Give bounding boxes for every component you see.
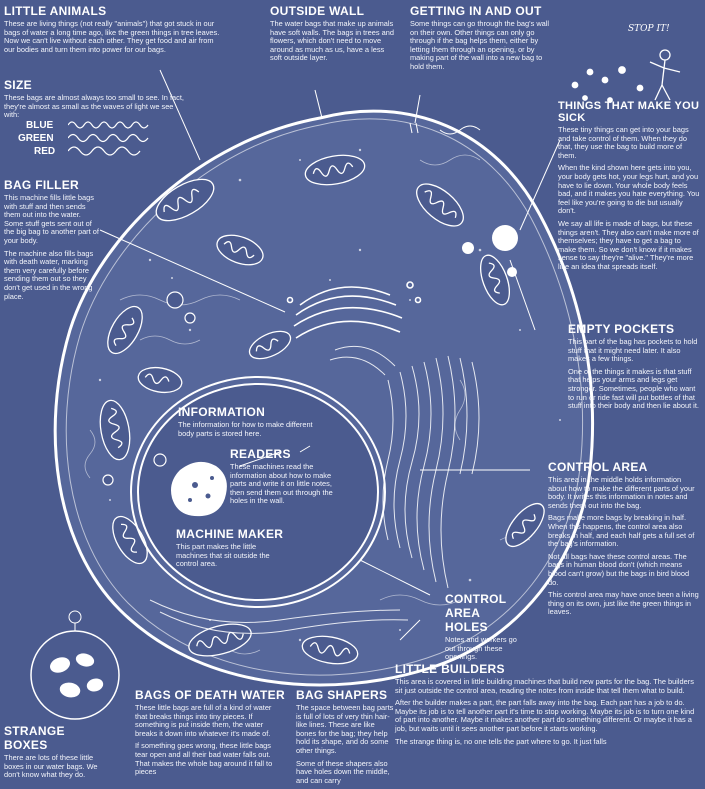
label-control-holes: CONTROL AREA HOLES Notes and workers go … [445, 592, 525, 666]
label-bag-filler: BAG FILLER This machine fills little bag… [4, 178, 99, 305]
text: This area in the middle holds informatio… [548, 476, 700, 510]
wave-red-label: RED [34, 146, 55, 157]
wave-green-label: GREEN [18, 133, 54, 144]
stick-figure [650, 50, 680, 100]
text: The information for how to make differen… [178, 421, 328, 438]
text: We say all life is made of bags, but the… [558, 220, 700, 272]
text: This area is covered in little building … [395, 678, 700, 695]
text: These little bags are full of a kind of … [135, 704, 285, 738]
title: MACHINE MAKER [176, 527, 286, 541]
text: Not all bags have these control areas. T… [548, 553, 700, 587]
title: THINGS THAT MAKE YOU SICK [558, 100, 700, 124]
title: EMPTY POCKETS [568, 322, 700, 336]
text: Bags make more bags by breaking in half.… [548, 514, 700, 548]
label-strange-boxes: STRANGE BOXES There are lots of these li… [4, 724, 104, 784]
text: When the kind shown here gets into you, … [558, 164, 700, 216]
wave-blue-label: BLUE [26, 120, 53, 131]
virus-particles [572, 67, 643, 103]
label-information: INFORMATION The information for how to m… [178, 405, 328, 442]
text: The water bags that make up animals have… [270, 20, 395, 63]
text: These bags are almost always too small t… [4, 94, 189, 120]
text: Notes and workers go out through these o… [445, 636, 525, 662]
text: These machines read the information abou… [230, 463, 340, 506]
label-things-sick: THINGS THAT MAKE YOU SICK These tiny thi… [558, 100, 700, 276]
text: Some things can go through the bag's wal… [410, 20, 550, 72]
label-size: SIZE These bags are almost always too sm… [4, 78, 189, 124]
title: CONTROL AREA HOLES [445, 592, 525, 634]
stop-it-speech: STOP IT! [628, 24, 670, 34]
label-little-builders: LITTLE BUILDERS This area is covered in … [395, 662, 700, 750]
title: LITTLE ANIMALS [4, 4, 224, 18]
text: The space between bag parts is full of l… [296, 704, 396, 756]
text: If something goes wrong, these little ba… [135, 742, 285, 776]
title: BAG FILLER [4, 178, 99, 192]
text: The machine also fills bags with death w… [4, 250, 99, 302]
label-outside-wall: OUTSIDE WALL The water bags that make up… [270, 4, 395, 67]
text: These are living things (not really "ani… [4, 20, 224, 54]
label-empty-pockets: EMPTY POCKETS This part of the bag has p… [568, 322, 700, 415]
title: SIZE [4, 78, 189, 92]
title: GETTING IN AND OUT [410, 4, 550, 18]
label-readers: READERS These machines read the informat… [230, 447, 340, 510]
label-death-water: BAGS OF DEATH WATER These little bags ar… [135, 688, 285, 781]
label-little-animals: LITTLE ANIMALS These are living things (… [4, 4, 224, 58]
wavelength-waves [68, 118, 158, 160]
title: BAG SHAPERS [296, 688, 396, 702]
text: This part makes the little machines that… [176, 543, 286, 569]
title: STRANGE BOXES [4, 724, 104, 752]
title: BAGS OF DEATH WATER [135, 688, 285, 702]
text: After the builder makes a part, the part… [395, 699, 700, 733]
label-getting-in-out: GETTING IN AND OUT Some things can go th… [410, 4, 550, 76]
text: This machine fills little bags with stuf… [4, 194, 99, 246]
text: This control area may have once been a l… [548, 591, 700, 617]
title: LITTLE BUILDERS [395, 662, 700, 676]
text: The strange thing is, no one tells the p… [395, 738, 700, 747]
text: This part of the bag has pockets to hold… [568, 338, 700, 364]
text: These tiny things can get into your bags… [558, 126, 700, 160]
label-control-area: CONTROL AREA This area in the middle hol… [548, 460, 700, 621]
title: CONTROL AREA [548, 460, 700, 474]
title: OUTSIDE WALL [270, 4, 395, 18]
text: There are lots of these little boxes in … [4, 754, 104, 780]
label-machine-maker: MACHINE MAKER This part makes the little… [176, 527, 286, 573]
title: INFORMATION [178, 405, 328, 419]
text: One of the things it makes is that stuff… [568, 368, 700, 411]
title: READERS [230, 447, 340, 461]
text: Some of these shapers also have holes do… [296, 760, 396, 786]
strange-boxes-inset [31, 611, 119, 719]
